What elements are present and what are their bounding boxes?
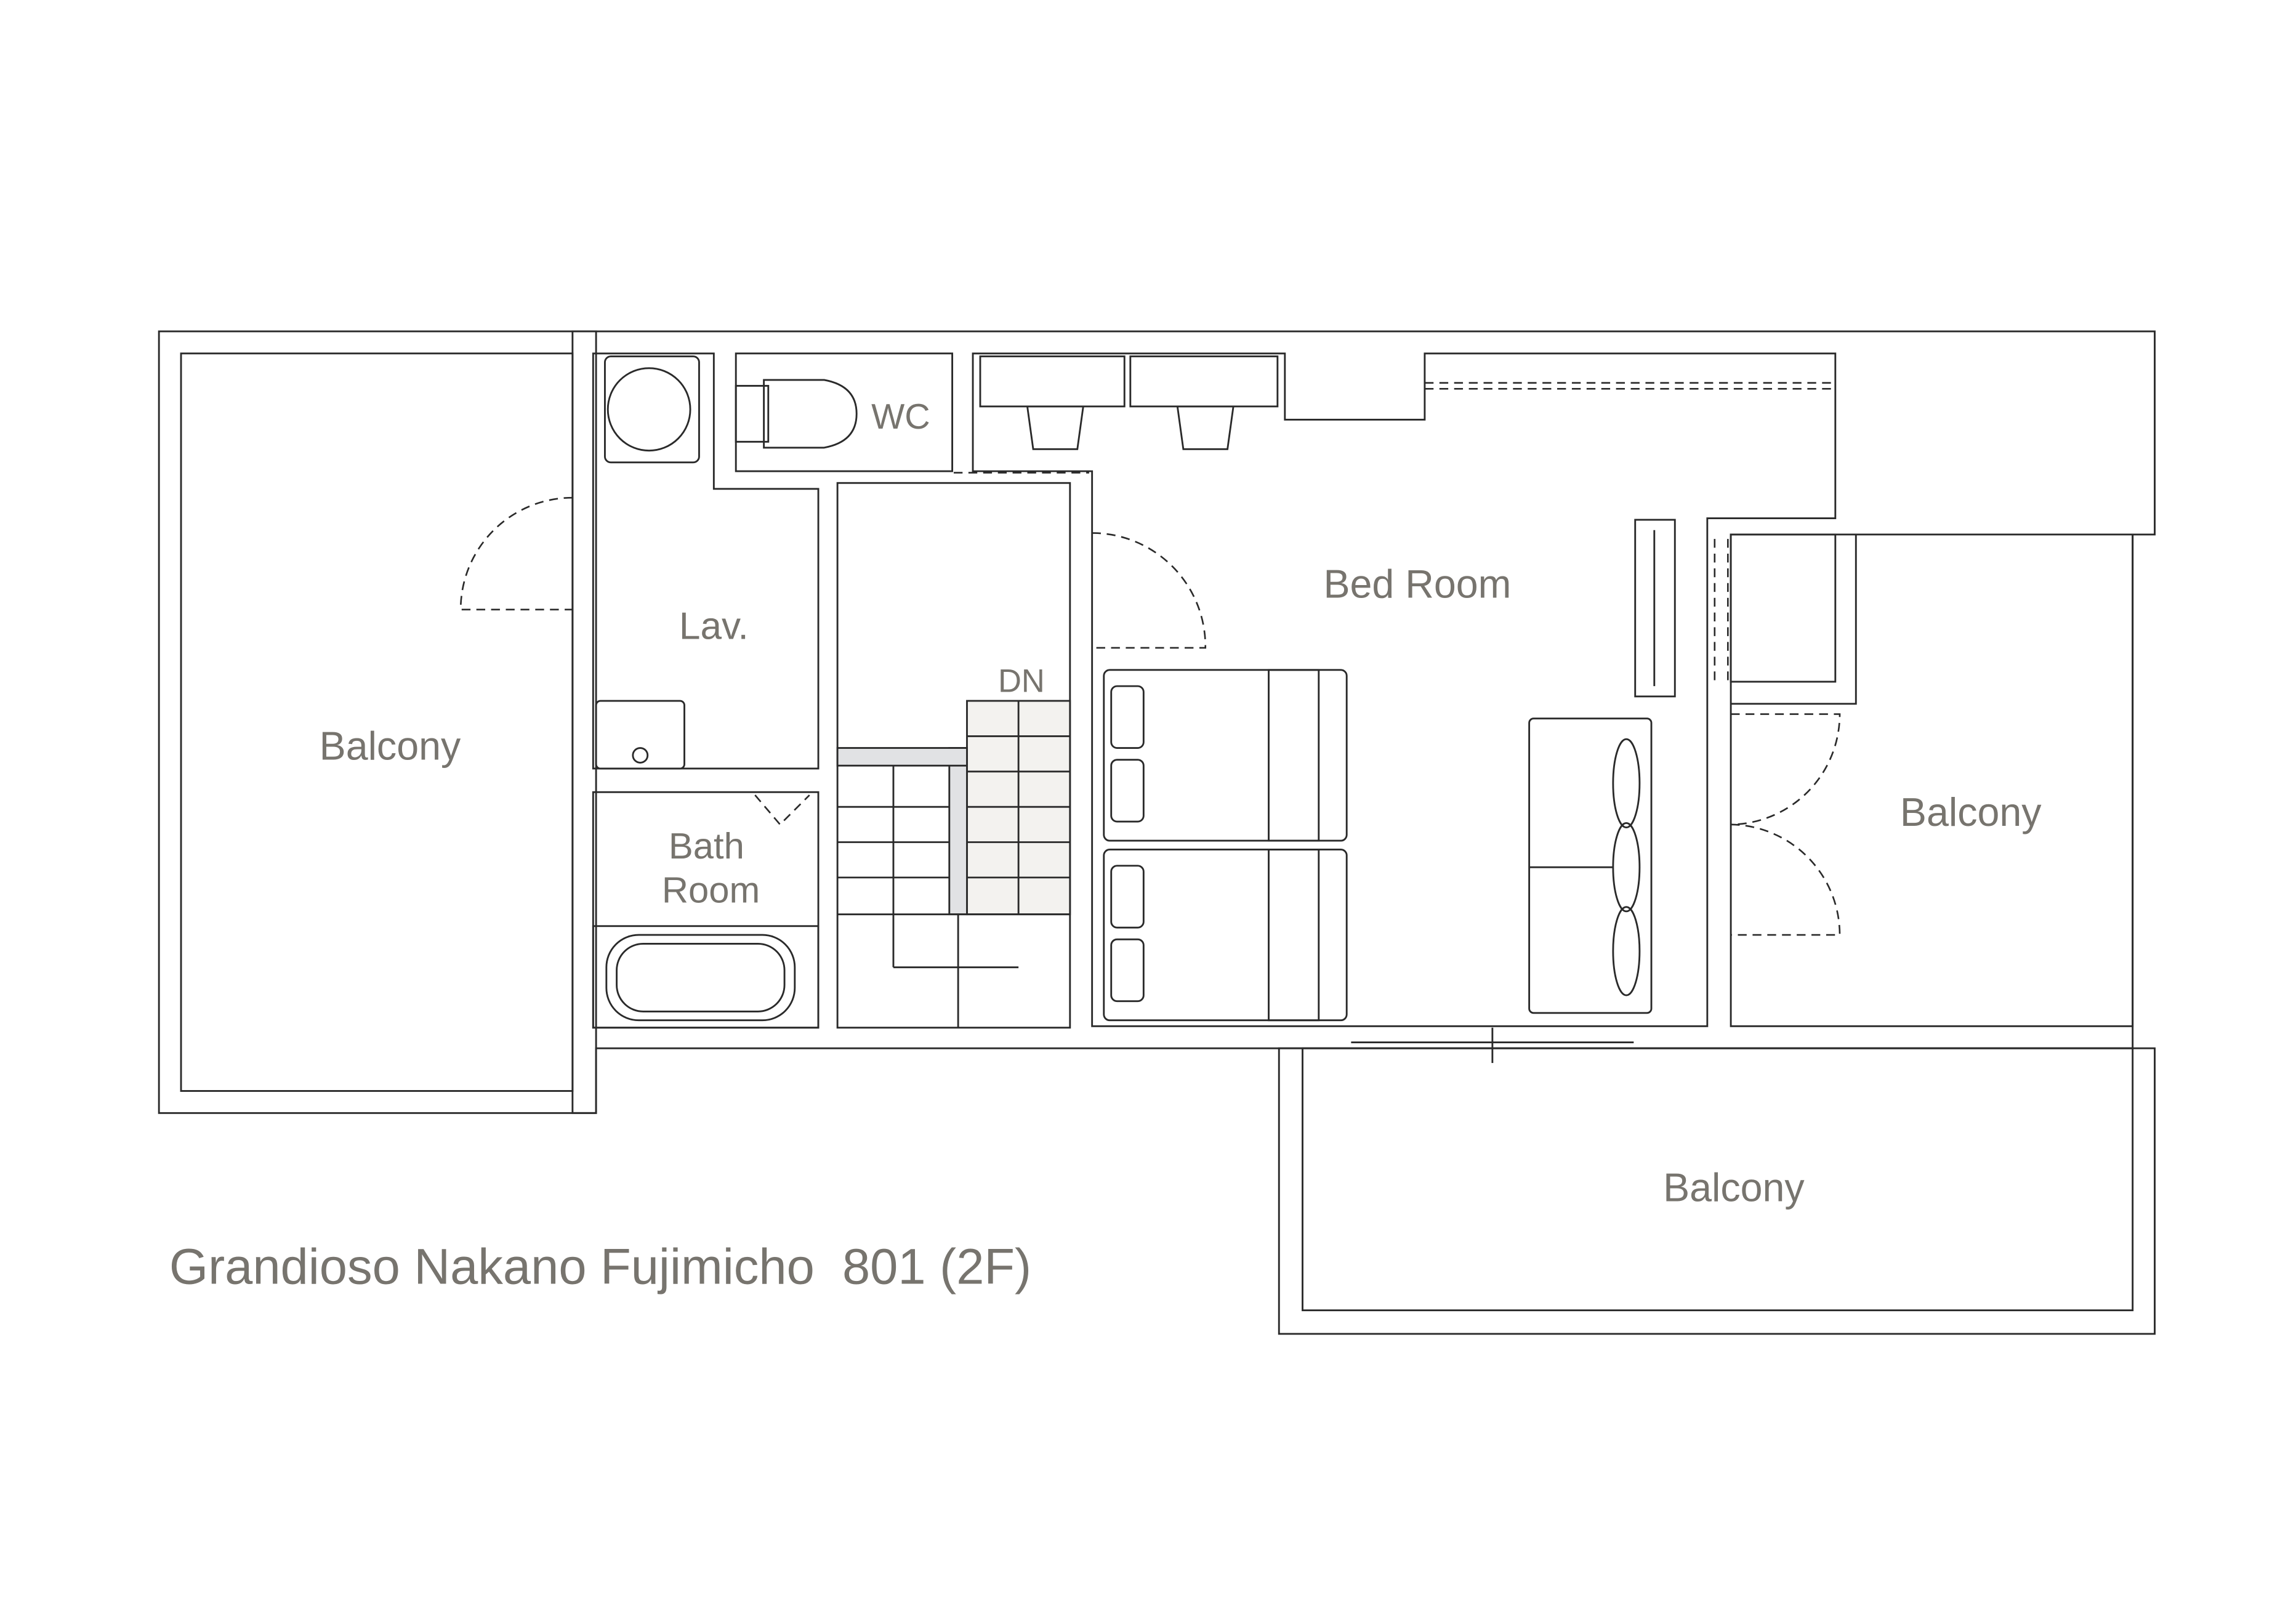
desk [979, 355, 1279, 408]
chair [1026, 405, 1235, 450]
doors [459, 496, 1841, 1064]
balcony-bottom-label: Balcony [1663, 1166, 1805, 1210]
bathtub [605, 934, 796, 1022]
closet [1730, 533, 1837, 683]
bedroom-label: Bed Room [1323, 562, 1511, 607]
wc-label: WC [871, 397, 930, 437]
lav-room [592, 352, 820, 770]
sink [595, 700, 685, 770]
plan-title: Grandioso Nakano Fujimicho 801 (2F) [169, 1239, 1031, 1295]
bedroom [972, 352, 1837, 1027]
bath-label-line2: Room [662, 870, 760, 911]
balcony-right [1730, 533, 2134, 1027]
toilet [735, 379, 858, 449]
walls [571, 330, 2156, 1114]
washing-machine [604, 355, 700, 464]
bed [1103, 669, 1348, 1022]
lav-label: Lav. [679, 605, 749, 648]
stairs-label: DN [998, 663, 1045, 700]
balcony-left-label: Balcony [320, 724, 461, 769]
bath-label-line1: Bath [669, 825, 744, 867]
balcony-left [158, 330, 597, 1114]
balcony-right-label: Balcony [1900, 790, 2042, 834]
tv-stand [1634, 519, 1676, 698]
staircase [836, 700, 1071, 1028]
sofa [1528, 717, 1653, 1014]
